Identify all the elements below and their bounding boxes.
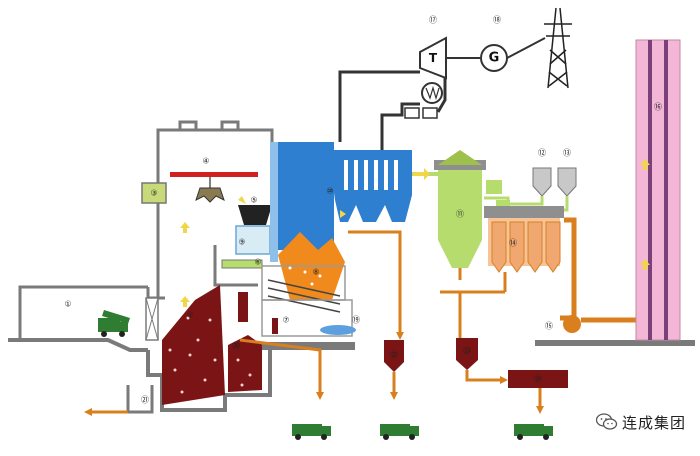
marker-12: ⑫ (538, 149, 546, 158)
boiler (261, 142, 346, 313)
steam-turbine: T (419, 36, 447, 80)
slag-conveyor (238, 292, 356, 337)
wechat-icon (596, 413, 618, 430)
condenser (421, 82, 443, 104)
ground (8, 338, 695, 352)
marker-8: ⑧ (312, 268, 319, 277)
waste-crane (170, 172, 258, 203)
marker-4: ④ (202, 157, 209, 166)
marker-6: ⑥ (254, 258, 261, 267)
ash-truck-3-icon (514, 424, 553, 440)
marker-22: ㉒ (390, 351, 398, 360)
ash-truck-2-icon (380, 424, 419, 440)
marker-11: ⑪ (456, 210, 464, 219)
generator-label: G (489, 51, 500, 66)
marker-13: ⑬ (563, 149, 571, 158)
marker-7: ⑦ (282, 316, 289, 325)
air-fan (141, 182, 167, 204)
marker-9: ⑨ (238, 238, 245, 247)
ash-truck-1-icon (292, 424, 331, 440)
marker-3: ③ (150, 189, 157, 198)
reagent-silos (484, 167, 577, 212)
marker-10: ⑩ (326, 187, 333, 196)
marker-2: ② (186, 311, 193, 320)
ash-conveyors (239, 230, 507, 392)
marker-16: ⑯ (654, 103, 662, 112)
ash-silos (384, 338, 568, 414)
marker-20: ⑳ (232, 342, 240, 351)
flow-arrows (180, 159, 650, 307)
feed-hopper (221, 205, 272, 269)
watermark: 连成集团 (596, 410, 696, 434)
generator: G (480, 44, 508, 72)
ash-pit (126, 385, 154, 414)
scrubber-tower (434, 150, 486, 280)
marker-15: ⑮ (545, 322, 553, 331)
marker-1: ① (64, 300, 71, 309)
marker-23: ㉓ (463, 347, 471, 356)
marker-14: ⑭ (509, 239, 517, 248)
marker-19: ⑲ (352, 316, 360, 325)
bag-filter (484, 206, 577, 321)
turbine-label: T (429, 51, 438, 65)
watermark-text: 连成集团 (622, 413, 687, 432)
waste-delivery-truck-icon (98, 310, 130, 337)
marker-17: ⑰ (429, 16, 437, 25)
marker-18: ⑱ (493, 16, 501, 25)
marker-24: ㉔ (534, 375, 542, 384)
waste-bunker (146, 285, 272, 412)
heat-recovery-unit (328, 150, 412, 222)
chimney-stack (635, 39, 681, 341)
steam-lines (338, 70, 447, 150)
marker-21: ㉑ (141, 396, 149, 405)
power-tower-icon (544, 7, 572, 89)
bottom-ash-outlet (84, 408, 128, 416)
component-markers: ① ② ③ ④ ⑤ ⑥ ⑦ ⑧ ⑨ ⑩ ⑪ ⑫ ⑬ ⑭ ⑮ ⑯ ⑰ ⑱ ⑲ ⑳ … (64, 16, 662, 405)
marker-5: ⑤ (250, 196, 257, 205)
